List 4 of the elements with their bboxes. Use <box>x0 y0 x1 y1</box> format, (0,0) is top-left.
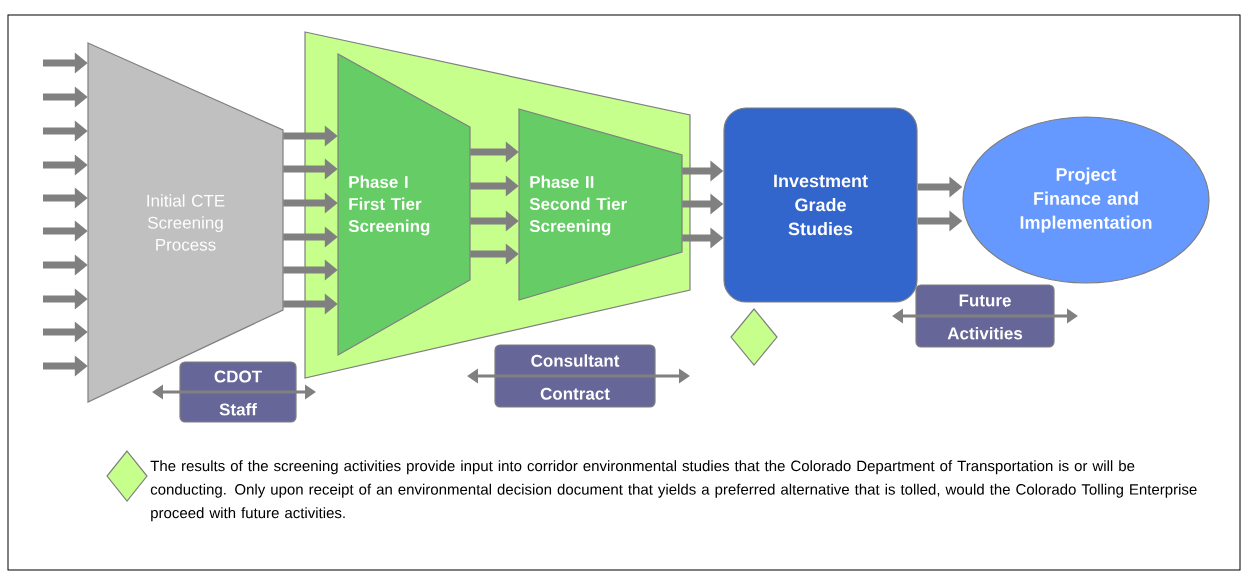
legend-text: The results of the screening activities provide input into corridor environmental studies that the Colorado Department of Transportation is or will be conducting. Only upon receipt of an environmental decision document that yields a preferred alternative that is tolled, would the Colorado Tolling Enterprise proceed with future activities. <box>150 460 1197 522</box>
phase-trapezoid: Phase II Second Tier Screening <box>518 108 683 301</box>
studies-box: Investment Grade Studies <box>723 107 918 303</box>
milestone-diamond <box>730 308 778 366</box>
